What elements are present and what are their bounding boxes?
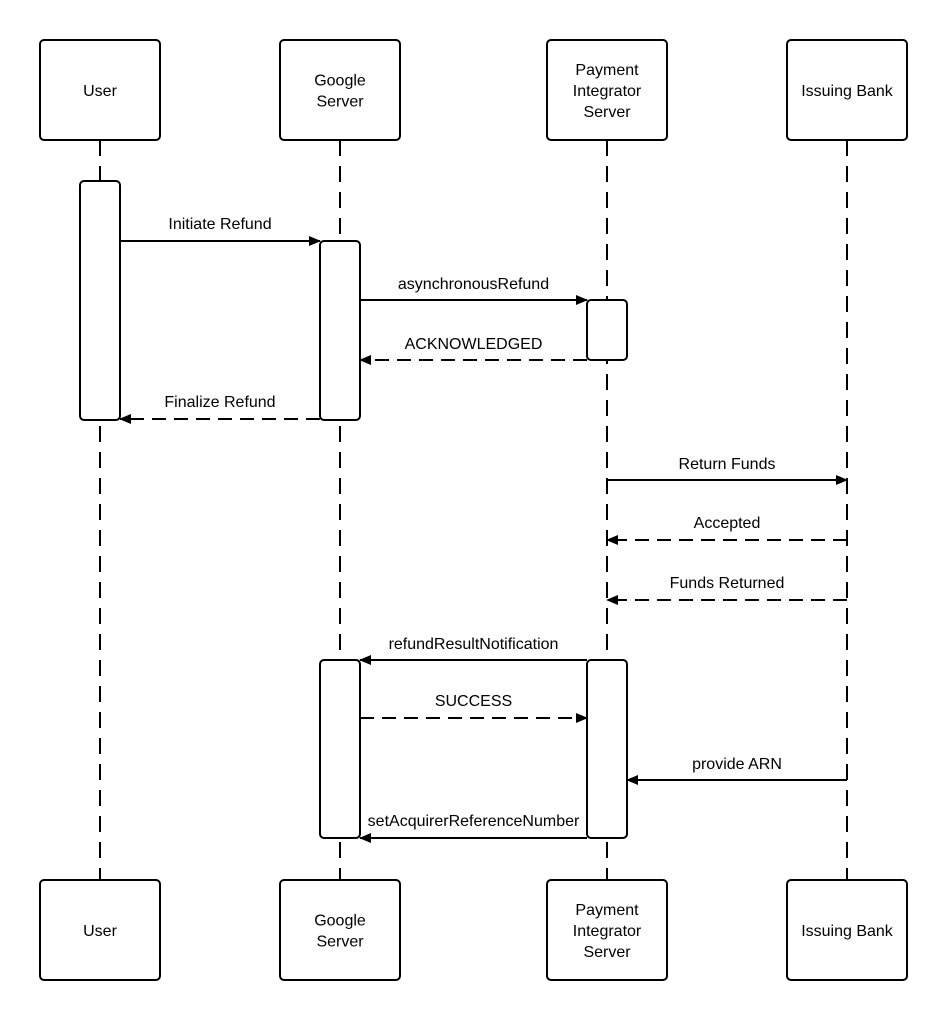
- message-2: asynchronousRefund: [360, 276, 588, 305]
- participant-label: Issuing Bank: [801, 83, 894, 100]
- participant-label: Google: [314, 913, 366, 930]
- message-11: setAcquirerReferenceNumber: [359, 813, 587, 843]
- message-label: ACKNOWLEDGED: [405, 336, 543, 353]
- participant-label: Google: [314, 73, 366, 90]
- message-label: Accepted: [694, 515, 761, 532]
- message-label: Finalize Refund: [164, 394, 275, 411]
- activation-bar-integrator: [586, 299, 628, 361]
- participant-label: Server: [316, 94, 364, 111]
- participant-label: Integrator: [573, 83, 642, 100]
- activation-bar-user: [79, 180, 121, 421]
- participant-label: Integrator: [573, 923, 642, 940]
- participant-box: [786, 879, 908, 981]
- message-label: asynchronousRefund: [398, 276, 549, 293]
- participant-box: [39, 879, 161, 981]
- participant-label: Server: [316, 934, 364, 951]
- participants-bottom: UserGoogleServerPaymentIntegratorServerI…: [39, 879, 908, 981]
- participant-box: [279, 39, 401, 141]
- participant-label: User: [83, 83, 117, 100]
- message-label: Return Funds: [679, 456, 776, 473]
- messages: Initiate Refund asynchronousRefundACKNOWL…: [119, 216, 848, 843]
- participant-bottom-user: User: [39, 879, 161, 981]
- participant-box: [546, 879, 668, 981]
- participant-box: [786, 39, 908, 141]
- message-4: Finalize Refund: [119, 394, 320, 424]
- message-label: provide ARN: [692, 756, 782, 773]
- message-label: refundResultNotification: [389, 636, 559, 653]
- lifelines: [99, 140, 848, 880]
- participant-box: [39, 39, 161, 141]
- message-3: ACKNOWLEDGED: [359, 336, 587, 365]
- activation-bar-integrator: [586, 659, 628, 839]
- participant-label: Payment: [575, 62, 639, 79]
- participant-top-bank: Issuing Bank: [786, 39, 908, 141]
- message-label: Initiate Refund: [168, 216, 271, 233]
- participant-label: Issuing Bank: [801, 923, 894, 940]
- activation-bars: [79, 180, 628, 839]
- participant-label: Server: [583, 104, 631, 121]
- participant-bottom-bank: Issuing Bank: [786, 879, 908, 981]
- activation-bar-google: [319, 240, 361, 421]
- message-1: Initiate Refund: [120, 216, 321, 246]
- message-label: SUCCESS: [435, 693, 512, 710]
- participants-top: UserGoogleServerPaymentIntegratorServerI…: [39, 39, 908, 141]
- participant-label: Server: [583, 944, 631, 961]
- message-5: Return Funds: [607, 456, 848, 485]
- participant-box: [546, 39, 668, 141]
- message-8: refundResultNotification: [359, 636, 587, 665]
- participant-top-user: User: [39, 39, 161, 141]
- message-7: Funds Returned: [606, 575, 847, 605]
- message-10: provide ARN: [626, 756, 847, 785]
- participant-box: [279, 879, 401, 981]
- message-label: setAcquirerReferenceNumber: [368, 813, 580, 830]
- message-9: SUCCESS: [360, 693, 588, 723]
- participant-label: User: [83, 923, 117, 940]
- activation-bar-google: [319, 659, 361, 839]
- participant-label: Payment: [575, 902, 639, 919]
- message-label: Funds Returned: [670, 575, 785, 592]
- message-6: Accepted: [606, 515, 847, 545]
